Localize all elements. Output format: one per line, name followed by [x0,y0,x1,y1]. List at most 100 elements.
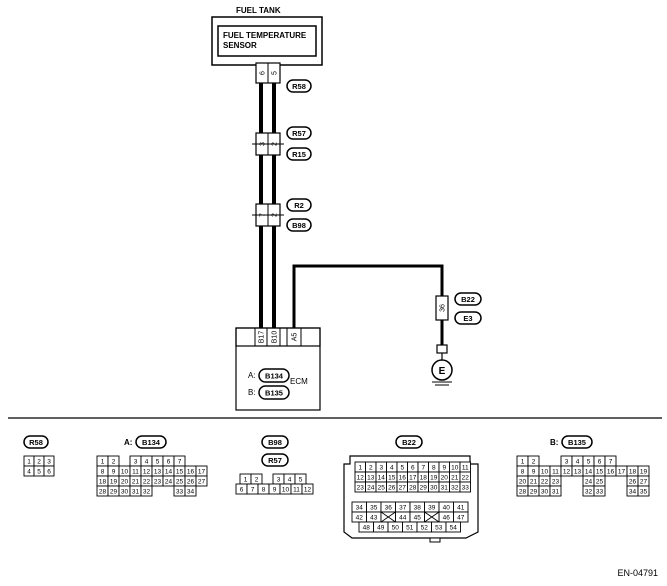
pin-number: 25 [596,479,604,486]
pin-number: 8 [262,487,266,494]
pin-number: 48 [363,525,371,532]
pin-number: 27 [399,485,407,492]
pin-number: 28 [99,489,107,496]
pin-number: 3 [379,465,383,472]
pin-number: 18 [420,475,428,482]
pin-number: 37 [399,505,407,512]
pin-number: 30 [121,489,129,496]
pin-number: 31 [132,489,140,496]
pin-number: 17 [198,469,206,476]
svg-text:B98: B98 [292,221,306,230]
pin-number: 4 [288,477,292,484]
ground-wire [292,264,444,345]
pin-cell [593,485,606,497]
pin-number: 24 [585,479,593,486]
ecm-pin-a5: A5 [292,333,299,342]
pin-number: 2 [255,477,259,484]
svg-text:B22: B22 [461,295,475,304]
pin-number: 27 [198,479,206,486]
blank-pin-cross [380,511,396,523]
svg-text:E3: E3 [463,314,472,323]
svg-text:B135: B135 [265,389,283,398]
pin-number: 49 [377,525,385,532]
pin-number: 20 [519,479,527,486]
pin-number: 34 [629,489,637,496]
pin-number: 13 [574,469,582,476]
pin-number: 3 [277,477,281,484]
pin-number: 11 [552,469,559,476]
pin-number: 11 [132,469,139,476]
pin-number: 7 [421,465,425,472]
pin-number: 19 [110,479,118,486]
blank-pin-cross [424,511,440,523]
pin-cell [549,485,562,497]
pin-number: 35 [640,489,648,496]
wire-harness [259,65,276,328]
pin-number: 39 [428,505,436,512]
pin-number: 28 [519,489,527,496]
pin-number: 15 [176,469,184,476]
sensor-label-line2: SENSOR [223,41,257,50]
pin-number: 31 [552,489,560,496]
pin-number: 6 [598,459,602,466]
pin-number: 28 [409,485,417,492]
pin-number: 29 [420,485,428,492]
pin-number: 34 [356,505,364,512]
pin-cell [140,485,153,497]
pin-number: 14 [378,475,386,482]
pin-number: 33 [462,485,470,492]
pin-number: 9 [112,469,116,476]
pin-number: 1 [244,477,248,484]
pin-number: 30 [430,485,438,492]
svg-text:R2: R2 [294,201,304,210]
pin-number: 23 [552,479,560,486]
pin-number: 18 [99,479,107,486]
pin-number: 19 [430,475,438,482]
fuel-tank-label: FUEL TANK [236,6,281,15]
pin-cell [43,465,55,477]
pin-number: 32 [143,489,151,496]
pin-number: 4 [390,465,394,472]
pin-number: 40 [443,505,451,512]
pin-number: 33 [596,489,604,496]
pin-number: 8 [101,469,105,476]
ecm-legend-b-prefix: B: [248,388,256,397]
pin-number: 11 [462,465,469,472]
pin-number: 29 [530,489,538,496]
pin-number: 6 [240,487,244,494]
svg-text:R58: R58 [29,438,43,447]
pin-number: 32 [451,485,459,492]
pin-number: 21 [530,479,538,486]
b134-prefix: A: [124,438,132,447]
r2-pin-7: 7 [260,213,267,217]
pin-number: 5 [37,469,41,476]
pin-number: 41 [457,505,465,512]
pin-number: 1 [521,459,525,466]
svg-text:R58: R58 [292,82,306,91]
pin-number: 47 [457,515,465,522]
pin-number: 7 [178,459,182,466]
r58-pin-6: 6 [260,71,267,75]
pin-number: 50 [392,525,400,532]
pin-number: 29 [110,489,118,496]
pin-number: 2 [112,459,116,466]
pin-number: 24 [165,479,173,486]
pin-number: 22 [143,479,151,486]
tag-view-b22: B22 [395,435,423,449]
pin-number: 54 [450,525,458,532]
pin-number: 10 [451,465,459,472]
pin-number: 25 [176,479,184,486]
tag-view-b98: B98 [261,435,289,449]
r2-pin-2: 2 [272,213,279,217]
pin-number: 9 [273,487,277,494]
svg-text:E: E [439,366,446,377]
svg-text:B135: B135 [568,438,586,447]
pin-cell [195,475,208,487]
b135-prefix: B: [550,438,558,447]
pin-number: 43 [370,515,378,522]
pin-number: 11 [293,487,300,494]
pin-number: 10 [541,469,549,476]
